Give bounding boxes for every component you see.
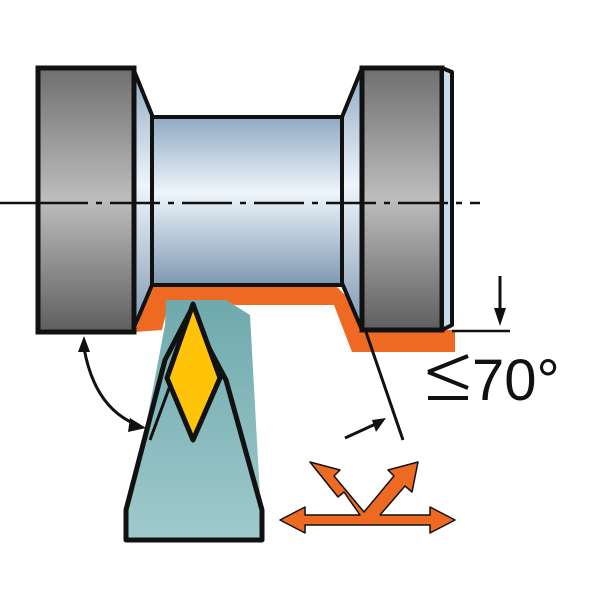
depth-indicator-arrow	[452, 276, 510, 333]
workpiece-shaft	[131, 66, 364, 332]
left-flange	[35, 65, 137, 335]
right-flange	[359, 65, 454, 333]
plunge-angle-line	[344, 331, 405, 441]
clearance-angle-arrow	[78, 336, 146, 432]
angle-number: 70°	[472, 348, 560, 413]
feed-direction-arrows	[279, 461, 456, 534]
angle-value-text: 70°	[472, 352, 560, 410]
angle-label	[427, 354, 469, 400]
diamond-insert	[164, 301, 223, 443]
